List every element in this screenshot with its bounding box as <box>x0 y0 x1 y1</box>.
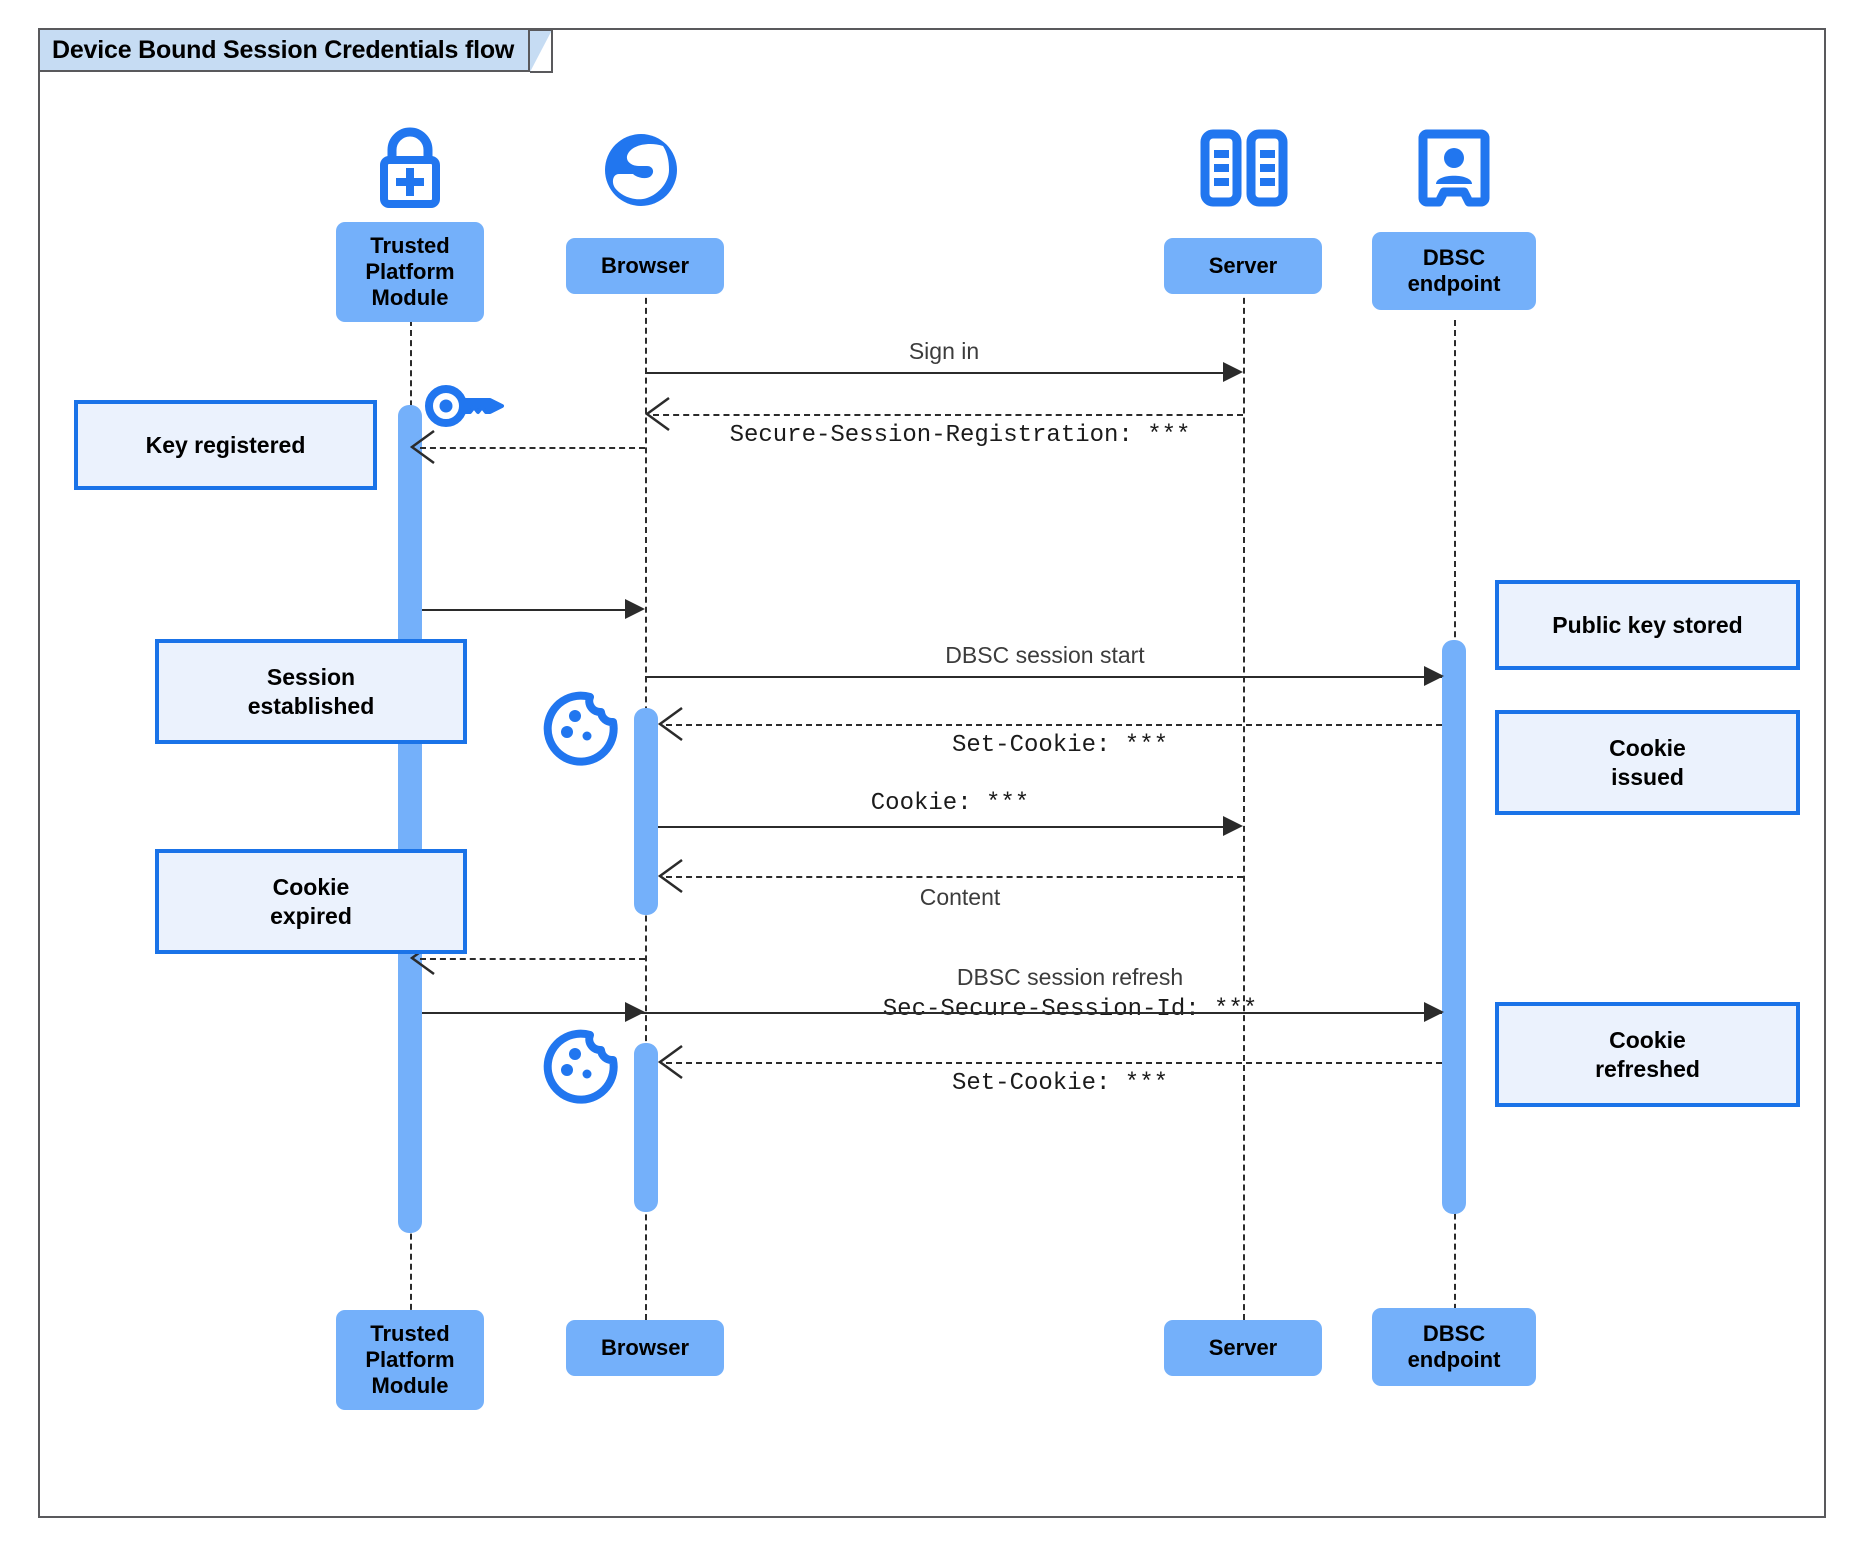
message-label-set-cookie-1: Set-Cookie: *** <box>951 732 1169 759</box>
activation-bar-dbsc <box>1442 640 1466 1214</box>
note-public-key-stored: Public key stored <box>1495 580 1800 670</box>
arrowhead-filled-right-icon <box>1223 362 1243 382</box>
participant-box-tpm-bottom[interactable]: Trusted Platform Module <box>336 1310 484 1410</box>
note-text: Cookie issued <box>1609 734 1686 790</box>
note-cookie-refreshed: Cookie refreshed <box>1495 1002 1800 1107</box>
message-label-dbsc-session-start: DBSC session start <box>945 642 1145 668</box>
note-text: Key registered <box>145 431 306 458</box>
cookie-icon <box>543 691 618 766</box>
participant-box-tpm-top[interactable]: Trusted Platform Module <box>336 222 484 322</box>
globe-icon <box>605 134 677 206</box>
message-label-sign-in: Sign in <box>908 338 980 364</box>
arrowhead-open-left-icon <box>644 396 670 432</box>
message-line-secure-session-registration <box>653 414 1243 416</box>
arrowhead-filled-right-icon <box>1424 1002 1444 1022</box>
id-badge-icon <box>1418 129 1490 207</box>
frame-title-notch-border-icon <box>529 28 554 73</box>
participant-label-tpm-bottom: Trusted Platform Module <box>365 1321 455 1398</box>
note-text: Cookie refreshed <box>1595 1026 1700 1082</box>
message-line-set-cookie-1 <box>666 724 1442 726</box>
note-key-registered: Key registered <box>74 400 377 490</box>
message-label-sec-secure-session-id: Sec-Secure-Session-Id: *** <box>882 996 1258 1023</box>
message-label-set-cookie-2: Set-Cookie: *** <box>951 1070 1169 1097</box>
note-cookie-issued: Cookie issued <box>1495 710 1800 815</box>
message-line-content <box>666 876 1243 878</box>
message-line-key-register-response <box>422 609 635 611</box>
key-icon <box>425 385 504 427</box>
cookie-icon <box>543 1029 618 1104</box>
arrowhead-filled-right-icon <box>625 599 645 619</box>
arrowhead-open-left-icon <box>657 1044 683 1080</box>
note-text: Cookie expired <box>270 873 352 929</box>
message-label-content: Content <box>919 884 1001 910</box>
message-line-sign-in <box>645 372 1235 374</box>
arrowhead-filled-right-icon <box>1424 666 1444 686</box>
message-line-cookie <box>658 826 1235 828</box>
participant-label-browser-top: Browser <box>600 253 690 279</box>
message-label-secure-session-registration: Secure-Session-Registration: *** <box>729 422 1191 449</box>
participant-label-browser-bottom: Browser <box>600 1335 690 1361</box>
participant-box-browser-bottom[interactable]: Browser <box>566 1320 724 1376</box>
message-line-dbsc-session-start <box>645 676 1442 678</box>
note-text: Public key stored <box>1552 611 1743 638</box>
activation-bar-browser-1 <box>634 708 658 915</box>
arrowhead-open-left-icon <box>409 429 435 465</box>
message-line-key-register-request <box>420 447 645 449</box>
participant-box-browser-top[interactable]: Browser <box>566 238 724 294</box>
activation-bar-browser-2 <box>634 1043 658 1212</box>
participant-label-server-bottom: Server <box>1208 1335 1278 1361</box>
arrowhead-filled-right-icon <box>1223 816 1243 836</box>
participant-box-dbsc-top[interactable]: DBSC endpoint <box>1372 232 1536 310</box>
participant-label-dbsc-bottom: DBSC endpoint <box>1407 1321 1501 1372</box>
arrowhead-open-left-icon <box>657 706 683 742</box>
participant-label-tpm-top: Trusted Platform Module <box>365 233 455 310</box>
participant-label-server-top: Server <box>1208 253 1278 279</box>
arrowhead-filled-right-icon <box>625 1002 645 1022</box>
message-line-refresh-sign-request <box>420 958 645 960</box>
participant-box-server-bottom[interactable]: Server <box>1164 1320 1322 1376</box>
participant-label-dbsc-top: DBSC endpoint <box>1407 245 1501 296</box>
note-text: Session established <box>247 663 375 719</box>
frame-title: Device Bound Session Credentials flow <box>38 28 531 72</box>
participant-box-server-top[interactable]: Server <box>1164 238 1322 294</box>
note-cookie-expired: Cookie expired <box>155 849 467 954</box>
note-session-established: Session established <box>155 639 467 744</box>
frame-title-notch-icon <box>38 28 678 78</box>
arrowhead-open-left-icon <box>657 858 683 894</box>
lock-plus-icon <box>380 127 440 208</box>
server-racks-icon <box>1200 129 1288 207</box>
activation-bar-tpm <box>398 405 422 1233</box>
message-label-cookie: Cookie: *** <box>870 790 1030 817</box>
participant-box-dbsc-bottom[interactable]: DBSC endpoint <box>1372 1308 1536 1386</box>
lifeline-server <box>1243 278 1245 1330</box>
message-label-dbsc-session-refresh: DBSC session refresh <box>956 964 1184 990</box>
message-line-dbsc-session-refresh <box>422 1012 1442 1014</box>
message-line-set-cookie-2 <box>666 1062 1442 1064</box>
